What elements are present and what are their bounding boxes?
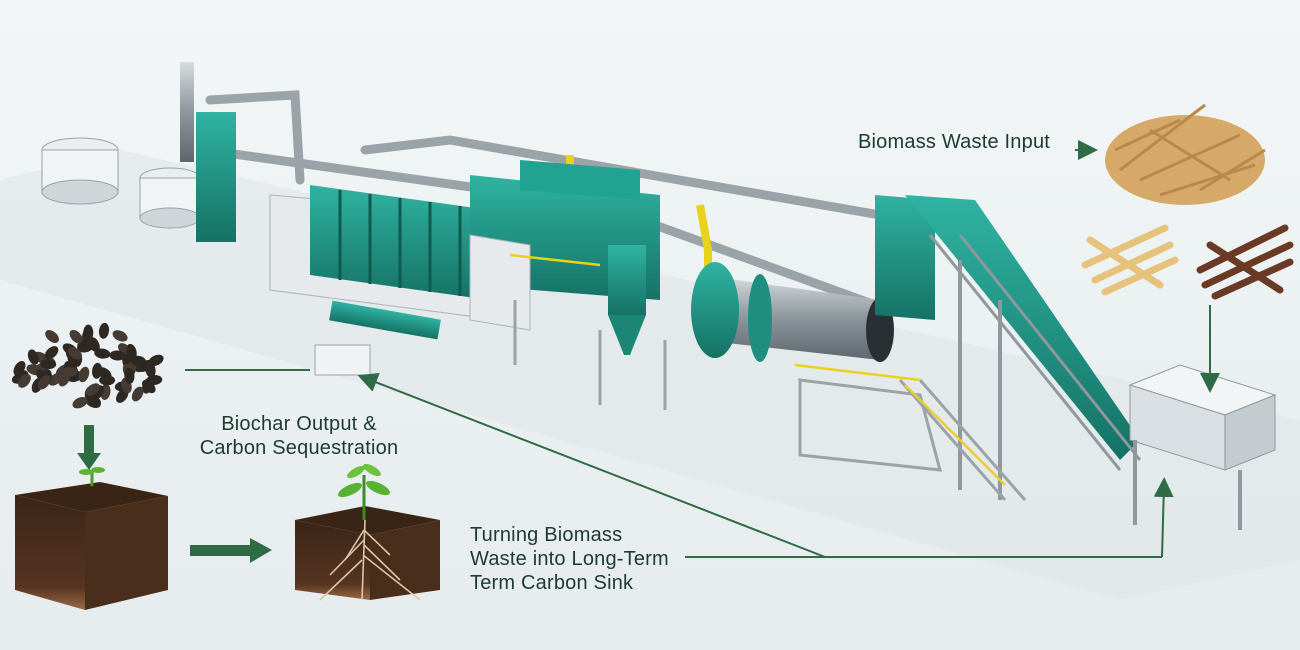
biochar-output-label: Biochar Output & Carbon Sequestration bbox=[188, 412, 410, 460]
biochar-pellet bbox=[37, 375, 51, 390]
biochar-pellet bbox=[124, 367, 135, 384]
branches-image bbox=[1196, 224, 1294, 300]
biochar-pellet bbox=[78, 366, 90, 383]
pyrolysis-reactor bbox=[269, 160, 660, 331]
carbon-sink-label: Turning Biomass Waste into Long-Term Ter… bbox=[470, 523, 710, 595]
wood-chips-image bbox=[1105, 103, 1266, 205]
biochar-pellet bbox=[94, 348, 111, 359]
wood-sticks-image bbox=[1081, 224, 1179, 296]
carbon-sink-line3: Term Carbon Sink bbox=[470, 572, 634, 594]
biochar-pellet bbox=[131, 386, 144, 402]
biochar-pellet bbox=[85, 383, 100, 396]
biomass-input-text: Biomass Waste Input bbox=[858, 131, 1051, 153]
down-arrow bbox=[77, 425, 101, 470]
biochar-output-line2: Carbon Sequestration bbox=[199, 437, 399, 459]
biochar-pellet bbox=[45, 330, 59, 343]
biochar-pellet bbox=[142, 379, 156, 394]
biochar-pellet bbox=[85, 396, 101, 409]
right-arrow bbox=[190, 538, 272, 563]
biomass-input-label: Biomass Waste Input bbox=[858, 130, 1050, 154]
biochar-pellet bbox=[44, 346, 59, 360]
biochar-output-line1: Biochar Output & bbox=[221, 413, 377, 435]
rotary-kiln bbox=[691, 262, 894, 362]
biochar-pellet bbox=[112, 330, 128, 342]
biochar-pellet bbox=[27, 349, 39, 365]
biochar-pellet bbox=[97, 367, 112, 380]
biochar-pellet bbox=[109, 350, 126, 361]
biochar-pellet bbox=[98, 322, 110, 339]
biochar-pellet bbox=[67, 347, 83, 360]
scrubber-tower bbox=[196, 112, 236, 242]
yellow-railings bbox=[509, 253, 1006, 486]
cyclone-separator bbox=[608, 245, 646, 355]
biochar-pellet bbox=[83, 324, 94, 341]
biochar-pellet bbox=[72, 397, 88, 409]
biochar-pellet bbox=[126, 343, 137, 360]
platforms bbox=[513, 300, 1027, 501]
biochar-pellet bbox=[18, 373, 31, 388]
carbon-sink-line1: Turning Biomass bbox=[470, 524, 623, 546]
biochar-pellet bbox=[69, 329, 83, 344]
biochar-discharge bbox=[314, 300, 441, 376]
biochar-pellet bbox=[130, 355, 146, 366]
flow-arrows bbox=[185, 140, 1220, 558]
biochar-pellet bbox=[58, 371, 71, 387]
feed-conveyor bbox=[875, 195, 1142, 500]
chimney bbox=[180, 62, 194, 162]
carbon-sink-line2: Waste into Long-Term bbox=[470, 548, 669, 570]
sink-to-hopper-line bbox=[1153, 477, 1174, 558]
biochar-pellet bbox=[13, 361, 26, 376]
soil-cube-image bbox=[15, 467, 168, 610]
storage-tanks bbox=[41, 137, 201, 229]
biochar-pellet bbox=[40, 359, 57, 370]
sink-to-discharge-line bbox=[357, 373, 826, 558]
plant-roots-image bbox=[295, 463, 440, 601]
biochar-pellets-image bbox=[11, 322, 164, 409]
